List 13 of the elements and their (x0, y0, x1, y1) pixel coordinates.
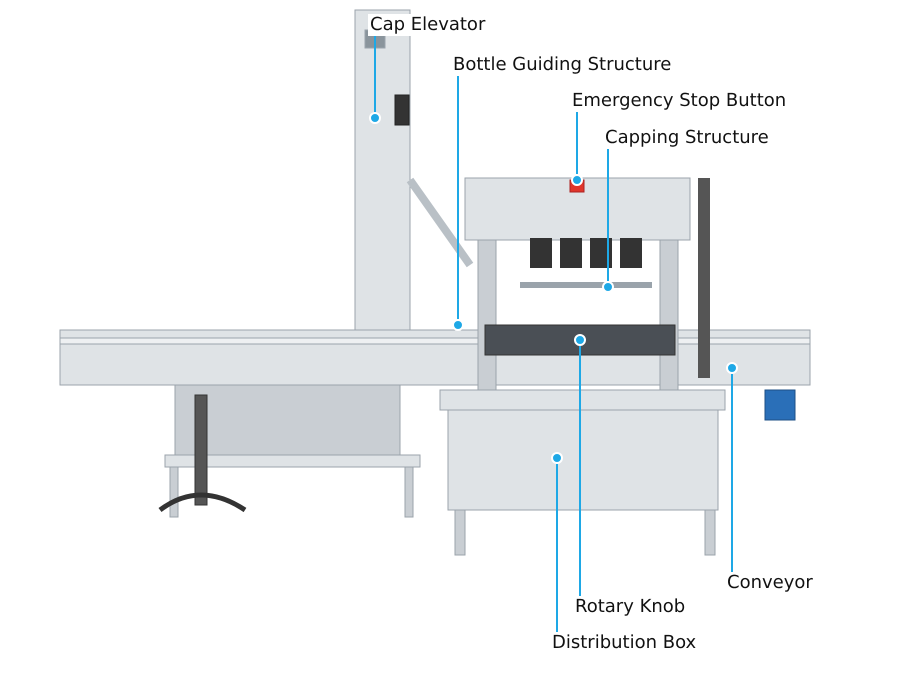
marker-dot (452, 319, 464, 331)
callout-label: Conveyor (725, 572, 815, 594)
leader-line (556, 464, 558, 632)
marker-dot (602, 281, 614, 293)
leader-line (731, 374, 733, 572)
callout-label: Capping Structure (603, 127, 771, 149)
leader-line (576, 112, 578, 174)
leader-line (457, 76, 459, 319)
marker-dot (571, 174, 583, 186)
leader-line (374, 36, 376, 112)
callout-label: Cap Elevator (368, 14, 488, 36)
leader-line (579, 346, 581, 596)
leader-line (607, 149, 609, 281)
